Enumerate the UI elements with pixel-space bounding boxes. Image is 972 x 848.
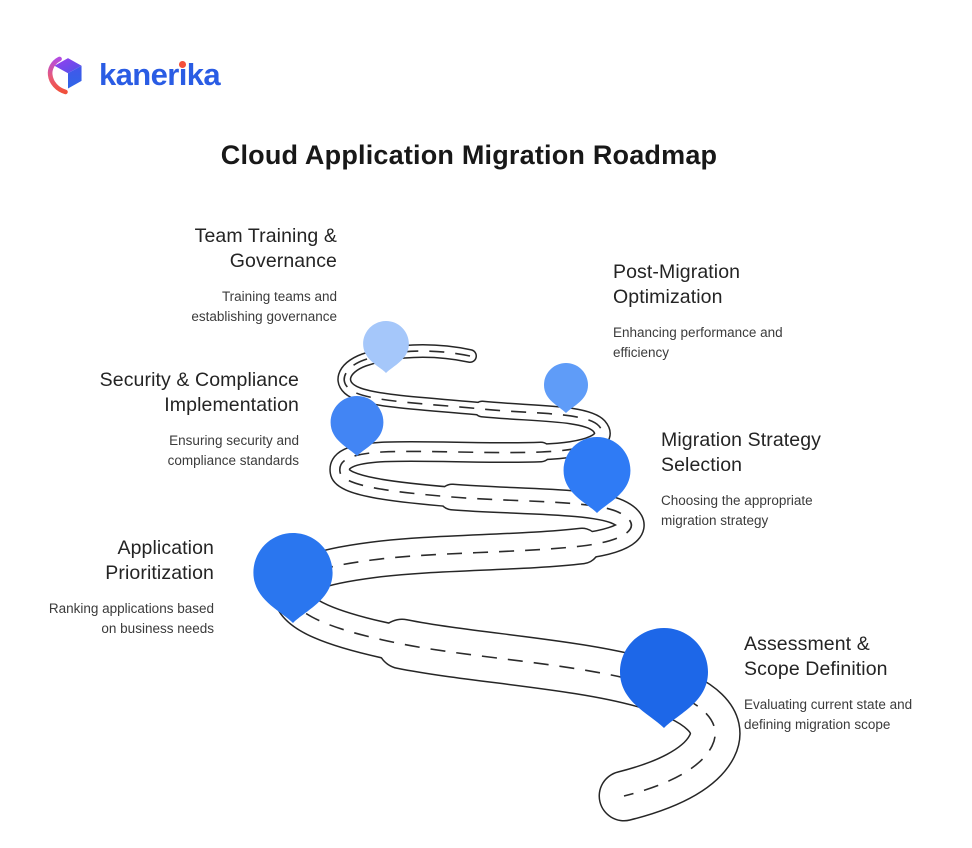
stage-title: Team Training & Governance	[194, 225, 337, 272]
logo-cube-top-face	[54, 58, 82, 74]
logo-cube-right-face	[68, 65, 82, 89]
stage-description: Training teams and establishing governan…	[191, 289, 337, 324]
stage-migration-strategy: Migration Strategy Selection Choosing th…	[661, 428, 891, 531]
stage-post-migration-optimization: Post-Migration Optimization Enhancing pe…	[613, 260, 843, 363]
stage-application-prioritization: Application Prioritization Ranking appli…	[0, 536, 214, 639]
stage-team-training-governance: Team Training & Governance Training team…	[107, 224, 337, 327]
pin-assessment-scope	[620, 628, 708, 728]
stage-description: Choosing the appropriate migration strat…	[661, 493, 813, 528]
kanerika-logo: kanerıka	[46, 52, 221, 98]
wordmark-pre: kaner	[99, 56, 179, 92]
pin-application-prioritization	[253, 533, 333, 623]
kanerika-cube-icon	[47, 56, 82, 95]
stage-description: Ensuring security and compliance standar…	[167, 433, 299, 468]
wordmark-post: ka	[186, 56, 221, 92]
pin-post-migration-optimization	[544, 363, 588, 413]
pin-team-training-governance	[363, 321, 409, 373]
logo-cube-left-face	[54, 65, 68, 89]
road-center-dash-line	[291, 350, 716, 797]
stage-assessment-scope: Assessment & Scope Definition Evaluating…	[744, 632, 972, 735]
roadmap-pins	[253, 321, 708, 728]
pin-migration-strategy	[563, 437, 631, 513]
stage-title: Assessment & Scope Definition	[744, 633, 888, 680]
page-title: Cloud Application Migration Roadmap	[220, 140, 718, 170]
stage-description: Enhancing performance and efficiency	[613, 325, 783, 360]
stage-title: Migration Strategy Selection	[661, 429, 822, 476]
stage-description: Evaluating current state and defining mi…	[744, 697, 913, 732]
kanerika-wordmark: kanerıka	[99, 56, 221, 92]
stage-title: Post-Migration Optimization	[613, 261, 741, 308]
stage-title: Security & Compliance Implementation	[99, 369, 299, 416]
stage-title: Application Prioritization	[105, 537, 214, 584]
logo-arc	[47, 56, 68, 95]
stage-security-compliance: Security & Compliance Implementation Ens…	[69, 368, 299, 471]
wordmark-i: ı	[178, 56, 188, 92]
pin-security-compliance	[330, 396, 384, 456]
stage-description: Ranking applications based on business n…	[48, 601, 214, 636]
